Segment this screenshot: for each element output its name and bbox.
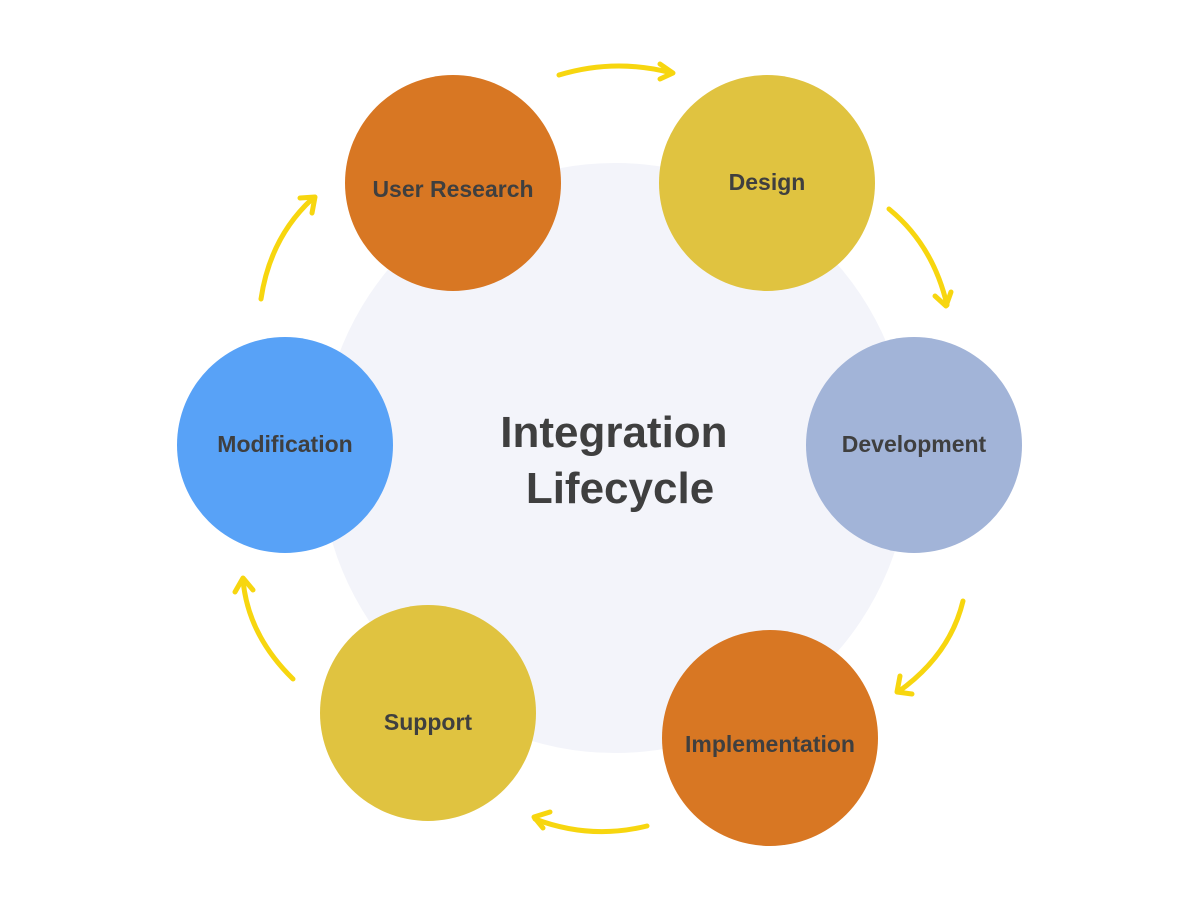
- center-hub: [320, 163, 910, 753]
- arrow-shaft: [532, 816, 650, 835]
- node-user-research: User Research: [345, 75, 561, 291]
- arrow-modification-to-user-research: [258, 194, 318, 302]
- arrow-shaft: [895, 598, 966, 695]
- node-label: Design: [729, 169, 806, 195]
- arrow-support-to-modification: [232, 575, 296, 682]
- center-title-line-2: Lifecycle: [526, 464, 714, 513]
- arrowhead-icon: [657, 61, 676, 82]
- arrow-development-to-implementation: [894, 598, 966, 697]
- node-design: Design: [659, 75, 875, 291]
- node-circle: [177, 337, 393, 553]
- node-circle: [662, 630, 878, 846]
- arrowhead-icon: [531, 809, 553, 831]
- node-label: Development: [842, 431, 987, 457]
- node-development: Development: [806, 337, 1022, 553]
- node-support: Support: [320, 605, 536, 821]
- center-title-line-1: Integration: [500, 408, 727, 457]
- node-modification: Modification: [177, 337, 393, 553]
- node-implementation: Implementation: [662, 630, 878, 846]
- node-label: User Research: [372, 176, 533, 202]
- node-circle: [345, 75, 561, 291]
- arrowhead-icon: [894, 673, 915, 697]
- arrow-shaft: [258, 196, 315, 302]
- arrowhead-icon: [297, 194, 318, 216]
- arrowhead-icon: [932, 289, 954, 309]
- arrow-shaft: [556, 63, 675, 78]
- node-circle: [320, 605, 536, 821]
- arrow-shaft: [886, 206, 950, 308]
- node-circle: [659, 75, 875, 291]
- arrowhead-icon: [232, 575, 256, 595]
- arrow-user-research-to-design: [556, 61, 676, 82]
- node-label: Implementation: [685, 731, 855, 757]
- cycle-arrows: [232, 61, 966, 835]
- node-label: Modification: [217, 431, 352, 457]
- arrow-design-to-development: [886, 206, 954, 309]
- center-title: Integration Lifecycle: [500, 408, 740, 513]
- arrow-shaft: [240, 577, 296, 682]
- cycle-nodes: User Research DesignDevelopmentImplementa…: [177, 75, 1022, 846]
- node-label: Support: [384, 709, 472, 735]
- arrow-implementation-to-support: [531, 809, 650, 835]
- node-circle: [806, 337, 1022, 553]
